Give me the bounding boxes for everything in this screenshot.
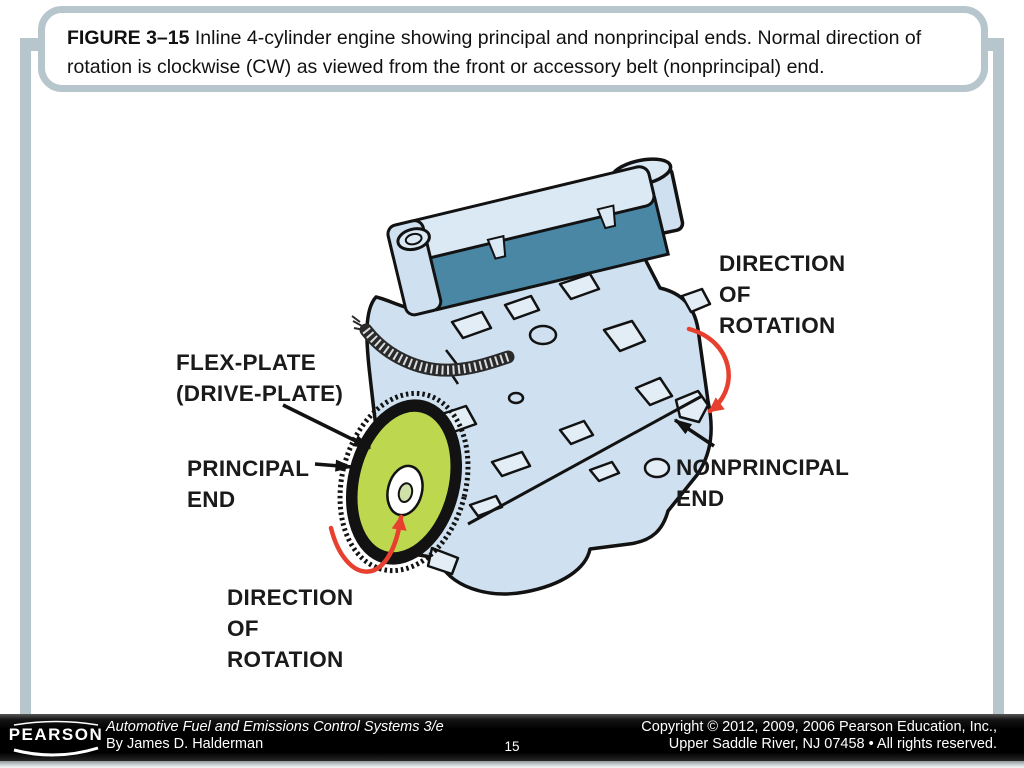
figure-caption: FIGURE 3–15 Inline 4-cylinder engine sho… [38, 6, 988, 92]
label-flex-plate: FLEX-PLATE (DRIVE-PLATE) [176, 350, 344, 406]
rotation-arrow-rear [686, 326, 731, 414]
pearson-logo-text: PEARSON [8, 725, 104, 744]
footer-copyright: Copyright © 2012, 2009, 2006 Pearson Edu… [641, 719, 997, 753]
frame-rail-left [20, 44, 31, 714]
flex-plate-disc [337, 390, 471, 574]
frame-rail-right [993, 44, 1004, 714]
wiring-harness [351, 315, 515, 377]
footer-copyright-line2: Upper Saddle River, NJ 07458 • All right… [668, 736, 997, 752]
figure-caption-text: Inline 4-cylinder engine showing princip… [67, 27, 922, 78]
pearson-logo-arcs [13, 720, 99, 757]
oil-filler-cap [396, 227, 431, 252]
label-principal-end: PRINCIPAL END [187, 456, 310, 512]
label-direction-of-rotation-rear: DIRECTION OF ROTATION [719, 251, 846, 338]
label-nonprincipal-end: NONPRINCIPAL END [676, 455, 850, 511]
principal-end-callout-arrow [314, 459, 354, 472]
page-number: 15 [504, 739, 520, 754]
label-direction-of-rotation-front: DIRECTION OF ROTATION [227, 585, 354, 672]
figure-caption-label: FIGURE 3–15 [67, 27, 190, 49]
valve-cover [386, 165, 671, 317]
footer-copyright-line1: Copyright © 2012, 2009, 2006 Pearson Edu… [641, 719, 997, 735]
footer-book-block: Automotive Fuel and Emissions Control Sy… [106, 719, 444, 753]
footer-fade [0, 761, 1024, 768]
footer-book-author: By James D. Halderman [106, 736, 264, 752]
pearson-logo: PEARSON [8, 717, 104, 759]
footer-book-title: Automotive Fuel and Emissions Control Sy… [106, 719, 444, 735]
nonprincipal-end-callout-arrow [673, 418, 715, 448]
flex-plate-callout-arrow [282, 403, 372, 450]
rotation-arrow-front [328, 514, 407, 574]
dipstick-tube [467, 394, 703, 526]
footer-bar [0, 714, 1024, 761]
